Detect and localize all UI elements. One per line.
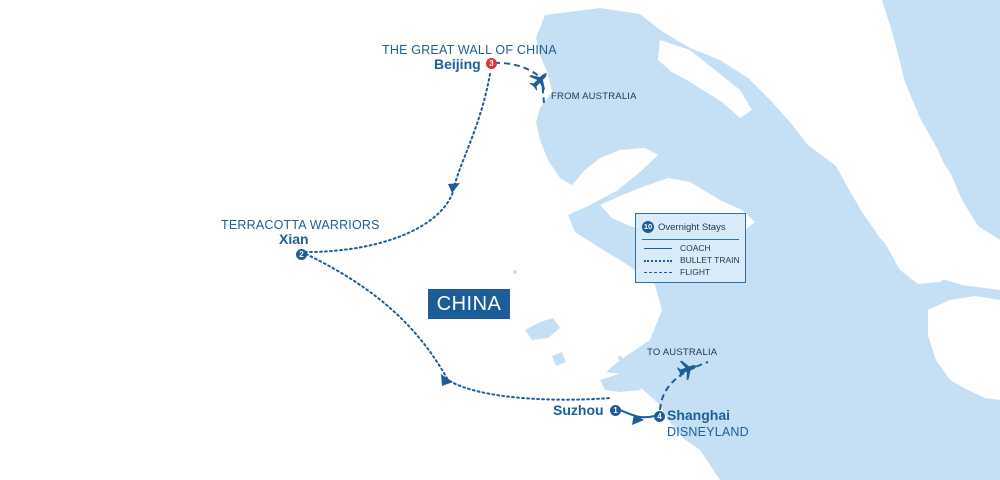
legend-item-label: BULLET TRAIN — [680, 255, 740, 265]
stop-1-badge: 1 — [610, 405, 621, 416]
arrow-to-suzhou — [441, 374, 453, 386]
shanghai-caption: DISNEYLAND — [667, 425, 749, 439]
legend-divider — [642, 239, 739, 240]
solid-line-icon — [644, 248, 672, 249]
stop-2-badge: 2 — [296, 249, 307, 260]
dashed-line-icon — [644, 272, 672, 273]
stop-3-badge: 3 — [486, 58, 497, 69]
stop-4-badge: 4 — [654, 411, 665, 422]
beijing-label: Beijing — [434, 56, 481, 72]
country-label: CHINA — [428, 289, 510, 319]
legend-item-flight: FLIGHT — [644, 266, 744, 278]
plane-icon — [529, 72, 548, 91]
map-legend: 10 Overnight Stays COACH BULLET TRAIN FL… — [635, 213, 746, 283]
plane-icon — [676, 360, 698, 381]
legend-item-label: COACH — [680, 243, 711, 253]
legend-item-coach: COACH — [644, 242, 744, 254]
route-beijing-xian-train — [305, 73, 491, 253]
shanghai-label: Shanghai — [667, 407, 731, 423]
flight-inbound-label: FROM AUSTRALIA — [551, 91, 637, 102]
route-arrows — [441, 183, 644, 425]
route-xian-suzhou-train — [305, 253, 611, 401]
beijing-caption: THE GREAT WALL OF CHINA — [382, 43, 557, 57]
flight-outbound-label: TO AUSTRALIA — [647, 347, 718, 358]
arrow-to-shanghai — [632, 414, 644, 425]
legend-title: Overnight Stays — [658, 222, 726, 233]
suzhou-label: Suzhou — [553, 402, 604, 418]
arrow-to-xian — [448, 183, 460, 193]
route-flight-outbound — [659, 361, 709, 411]
xian-label: Xian — [279, 231, 309, 247]
xian-caption: TERRACOTTA WARRIORS — [221, 218, 380, 232]
islands — [513, 215, 875, 360]
legend-nights-badge: 10 — [642, 221, 654, 233]
legend-item-bullet-train: BULLET TRAIN — [644, 254, 744, 266]
sea — [525, 0, 1000, 480]
legend-item-label: FLIGHT — [680, 267, 711, 277]
dotted-line-icon — [644, 260, 672, 262]
